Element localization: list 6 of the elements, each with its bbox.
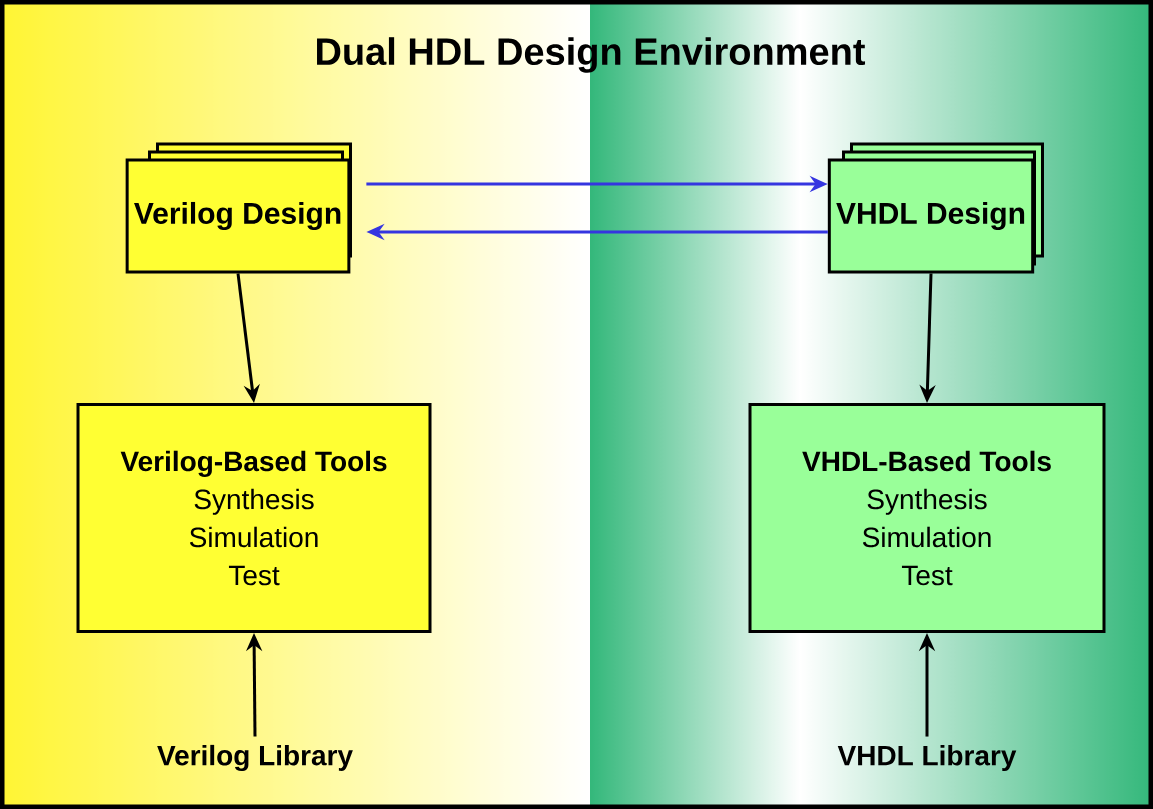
library-label: Verilog Library: [157, 744, 353, 772]
tool-box: VHDL-Based Tools Synthesis Simulation Test: [748, 403, 1106, 633]
stacked-document-box: VHDL Design: [827, 142, 1044, 274]
library-label: VHDL Library: [837, 744, 1017, 772]
tool-box: Verilog-Based Tools Synthesis Simulation Test: [76, 403, 432, 633]
stacked-document-box: Verilog Design: [125, 142, 352, 274]
